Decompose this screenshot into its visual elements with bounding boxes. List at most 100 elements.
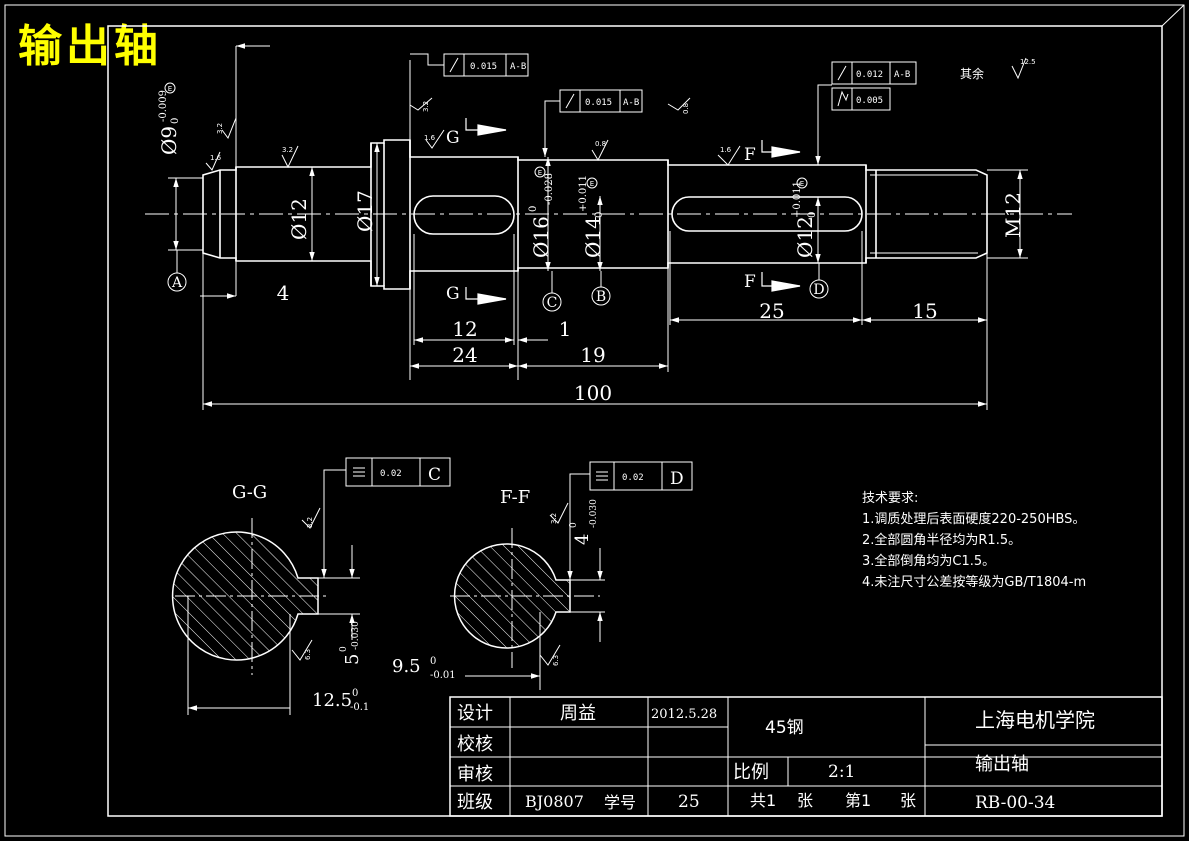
note-item: 1.调质处理后表面硬度220-250HBS。 <box>862 512 1086 527</box>
svg-text:19: 19 <box>580 343 605 367</box>
svg-text:0.005: 0.005 <box>856 96 883 106</box>
fcf-runout-3: 0.012 A-B <box>831 61 917 85</box>
section-ff-label: F-F <box>500 487 530 508</box>
section-gg: G-G 12.5 0 -0.1 5 0 -0.030 0.02 C 3.2 6.… <box>171 457 451 715</box>
note-item: 2.全部圆角半径均为R1.5。 <box>862 533 1022 548</box>
svg-text:Ø12: Ø12 <box>793 216 817 258</box>
svg-text:Ø16: Ø16 <box>529 216 553 258</box>
section-markers <box>465 118 801 305</box>
svg-text:G: G <box>446 128 460 148</box>
svg-text:第1: 第1 <box>845 791 871 810</box>
fcf-cylindricity: 0.005 <box>815 84 891 165</box>
svg-text:A-B: A-B <box>623 98 639 108</box>
svg-text:F: F <box>744 145 756 165</box>
svg-text:+0.011: +0.011 <box>578 175 589 212</box>
svg-text:审核: 审核 <box>457 764 493 785</box>
svg-text:3.2: 3.2 <box>550 513 558 524</box>
section-gg-hatch <box>171 531 319 661</box>
svg-text:+0.011: +0.011 <box>792 181 803 218</box>
other-roughness-label: 其余 <box>960 66 984 81</box>
svg-text:G: G <box>446 284 460 304</box>
svg-text:D: D <box>670 469 684 489</box>
svg-text:Ø14: Ø14 <box>581 216 605 258</box>
note-item: 4.未注尺寸公差按等级为GB/T1804-m <box>862 575 1087 590</box>
svg-text:-0.028: -0.028 <box>544 173 555 205</box>
svg-text:BJ0807: BJ0807 <box>525 792 584 811</box>
outer-border <box>4 4 1185 837</box>
svg-text:3.2: 3.2 <box>422 101 430 112</box>
svg-text:0.8: 0.8 <box>595 140 606 148</box>
svg-text:比例: 比例 <box>733 762 769 783</box>
svg-text:100: 100 <box>574 381 612 405</box>
svg-text:周益: 周益 <box>560 703 596 724</box>
svg-text:0: 0 <box>170 118 181 124</box>
svg-text:E: E <box>168 85 172 93</box>
svg-text:上海电机学院: 上海电机学院 <box>975 708 1095 732</box>
datum-markers <box>167 250 829 312</box>
svg-text:0: 0 <box>528 206 539 212</box>
fcf-runout-2: 0.015 A-B <box>542 89 643 157</box>
datum-c: C <box>547 295 558 311</box>
drawing-title: 输出轴 <box>18 21 162 72</box>
svg-text:-0.030: -0.030 <box>589 499 599 528</box>
svg-text:4: 4 <box>277 281 290 305</box>
svg-text:6.3: 6.3 <box>552 655 560 666</box>
svg-text:-0.030: -0.030 <box>351 621 361 650</box>
svg-text:-0.01: -0.01 <box>430 670 456 681</box>
svg-text:1.6: 1.6 <box>210 154 222 162</box>
note-item: 3.全部倒角均为C1.5。 <box>862 554 996 569</box>
svg-text:4: 4 <box>572 534 593 545</box>
svg-text:0.8: 0.8 <box>682 103 690 114</box>
diameter-labels: Ø9 -0.009 0 Ø12 Ø17 Ø16 0 -0.028 Ø14 +0.… <box>157 90 1025 258</box>
svg-text:-0.009: -0.009 <box>158 90 169 122</box>
svg-text:-0.1: -0.1 <box>350 702 369 713</box>
diameter-dimensions <box>168 143 1028 286</box>
svg-text:E: E <box>800 180 804 188</box>
svg-text:5: 5 <box>342 654 363 665</box>
svg-text:6.3: 6.3 <box>304 649 312 660</box>
envelope-marks <box>164 82 808 189</box>
svg-text:12.5: 12.5 <box>312 690 352 711</box>
roughness-symbols <box>205 57 1027 171</box>
length-labels: 4 12 1 24 19 25 15 100 <box>277 281 938 405</box>
svg-text:0.02: 0.02 <box>380 469 402 479</box>
svg-text:0.015: 0.015 <box>470 62 497 72</box>
roughness-values: 3.2 1.6 3.2 1.6 3.2 0.8 0.8 1.6 12.5 <box>210 58 1036 162</box>
technical-requirements: 技术要求: 1.调质处理后表面硬度220-250HBS。 2.全部圆角半径均为R… <box>862 488 1086 593</box>
svg-text:Ø9: Ø9 <box>157 126 181 155</box>
svg-text:Ø12: Ø12 <box>287 198 311 240</box>
title-block: 设计 校核 审核 班级 周益 2012.5.28 BJ0807 学号 25 45… <box>449 696 1163 817</box>
svg-text:15: 15 <box>912 299 937 323</box>
svg-text:E: E <box>590 180 594 188</box>
svg-text:M12: M12 <box>1001 192 1025 238</box>
notes-heading: 技术要求: <box>862 491 919 506</box>
svg-text:0: 0 <box>569 522 579 528</box>
keyway-f <box>671 196 863 232</box>
svg-text:1: 1 <box>559 317 572 341</box>
datum-b: B <box>596 289 606 305</box>
svg-text:3.2: 3.2 <box>306 517 314 528</box>
svg-text:12.5: 12.5 <box>1020 58 1036 66</box>
svg-text:3.2: 3.2 <box>216 123 224 134</box>
svg-text:1.6: 1.6 <box>720 146 732 154</box>
length-dimensions <box>200 43 988 410</box>
svg-text:9.5: 9.5 <box>392 656 421 677</box>
fcf-runout-1: 0.015 A-B <box>410 53 529 77</box>
svg-text:45钢: 45钢 <box>765 718 804 738</box>
section-ff: F-F 9.5 0 -0.01 4 0 -0.030 0.02 D 3.2 6.… <box>392 461 693 690</box>
svg-text:25: 25 <box>678 792 700 812</box>
svg-text:E: E <box>538 169 542 177</box>
svg-text:A-B: A-B <box>894 70 910 80</box>
svg-text:0: 0 <box>807 212 818 218</box>
svg-text:12: 12 <box>452 317 477 341</box>
svg-text:F: F <box>744 272 756 292</box>
svg-text:校核: 校核 <box>457 734 493 755</box>
svg-text:2:1: 2:1 <box>828 762 855 782</box>
svg-text:张: 张 <box>797 791 813 810</box>
svg-text:学号: 学号 <box>604 793 636 812</box>
svg-text:张: 张 <box>900 791 916 810</box>
datum-a: A <box>171 275 183 291</box>
svg-text:共1: 共1 <box>750 791 776 810</box>
svg-text:0: 0 <box>430 656 436 667</box>
